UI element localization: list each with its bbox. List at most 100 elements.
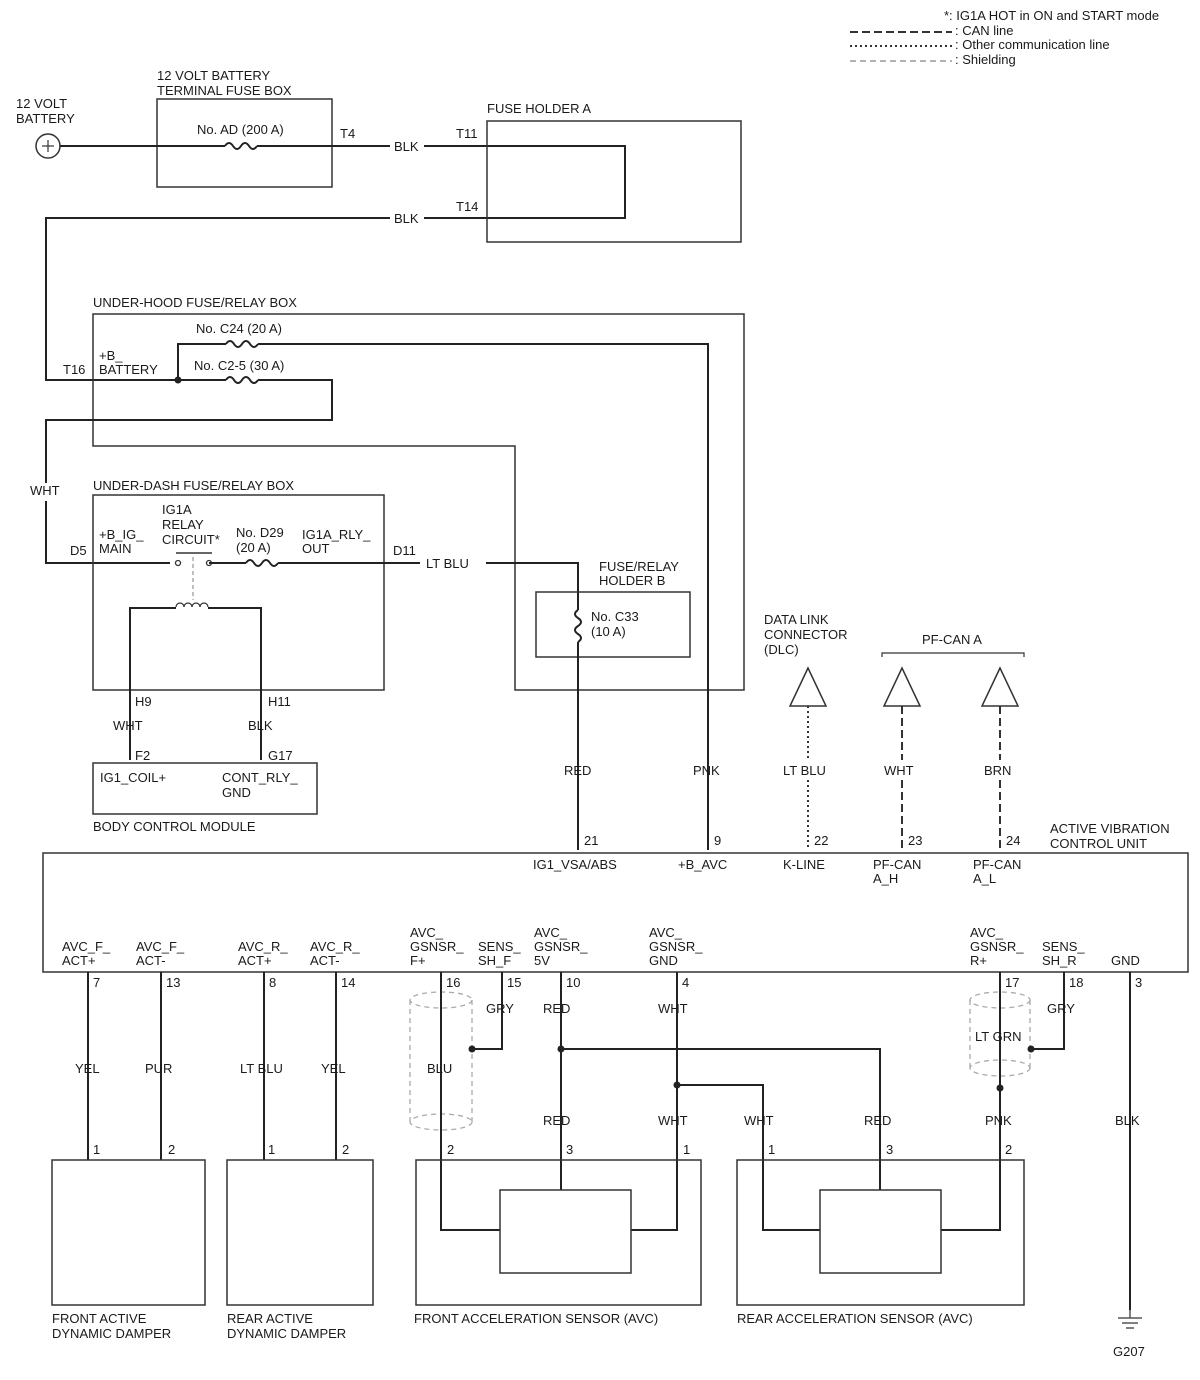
avc-pin-name: GND <box>1111 953 1140 968</box>
legend: *: IG1A HOT in ON and START mode : CAN l… <box>850 8 1159 67</box>
pin-f2: F2 <box>135 748 150 763</box>
avc-pin-name: AVC_ <box>534 925 568 940</box>
fas-pin-3: 3 <box>566 1142 573 1157</box>
under-dash-fuse-box: UNDER-DASH FUSE/RELAY BOX +B_IG_ MAIN IG… <box>70 478 416 709</box>
avc-pin-name: AVC_R_ <box>310 939 360 954</box>
ud-relay-3: CIRCUIT* <box>162 532 220 547</box>
wire-label-red-2: RED <box>543 1113 570 1128</box>
wire-label-gry-2: GRY <box>1047 1001 1075 1016</box>
wire-label-wht-3: WHT <box>658 1001 688 1016</box>
wire-label-yel-1: YEL <box>75 1061 100 1076</box>
rad-title-1: REAR ACTIVE <box>227 1311 313 1326</box>
fad-pin-2: 2 <box>168 1142 175 1157</box>
wire-label-red-top: RED <box>564 763 591 778</box>
fuse-c24-label: No. C24 (20 A) <box>196 321 282 336</box>
uh-title: UNDER-HOOD FUSE/RELAY BOX <box>93 295 297 310</box>
wire-label-wht-2: WHT <box>113 718 143 733</box>
wire-label-blu: BLU <box>427 1061 452 1076</box>
legend-shield-label: : Shielding <box>955 52 1016 67</box>
rad-title-2: DYNAMIC DAMPER <box>227 1326 346 1341</box>
fad-title-2: DYNAMIC DAMPER <box>52 1326 171 1341</box>
pfcan-label: PF-CAN A <box>922 632 982 647</box>
wire-label-wht-4: WHT <box>658 1113 688 1128</box>
avc-pin-number: 24 <box>1006 833 1020 848</box>
fas-pin-2: 2 <box>447 1142 454 1157</box>
rear-acceleration-sensor: 1 3 2 REAR ACCELERATION SENSOR (AVC) <box>736 1142 1025 1326</box>
tfb-title-1: 12 VOLT BATTERY <box>157 68 271 83</box>
frhb-title-1: FUSE/RELAY <box>599 559 679 574</box>
ground-symbol: G207 <box>1113 1310 1145 1359</box>
ras-pin-3: 3 <box>886 1142 893 1157</box>
avc-pin-name: AVC_ <box>649 925 683 940</box>
under-hood-fuse-box: UNDER-HOOD FUSE/RELAY BOX No. C24 (20 A)… <box>63 295 745 691</box>
ud-title: UNDER-DASH FUSE/RELAY BOX <box>93 478 294 493</box>
pin-h9: H9 <box>135 694 152 709</box>
ground-label: G207 <box>1113 1344 1145 1359</box>
wire-label-gry-1: GRY <box>486 1001 514 1016</box>
pin-t16: T16 <box>63 362 85 377</box>
pf-can-a: PF-CAN A <box>881 632 1025 707</box>
tfb-title-2: TERMINAL FUSE BOX <box>157 83 292 98</box>
fuse-ad-label: No. AD (200 A) <box>197 122 284 137</box>
avc-pin-name: AVC_F_ <box>136 939 185 954</box>
legend-note: *: IG1A HOT in ON and START mode <box>944 8 1159 23</box>
wire-label-blk-2: BLK <box>394 211 419 226</box>
avc-pin-name: 5V <box>534 953 550 968</box>
avc-pin-number: 10 <box>566 975 580 990</box>
avc-pin-name: +B_AVC <box>678 857 727 872</box>
avc-pin-name: GSNSR_ <box>649 939 703 954</box>
wire-label-yel-2: YEL <box>321 1061 346 1076</box>
avc-pin-number: 13 <box>166 975 180 990</box>
avc-pin-number: 21 <box>584 833 598 848</box>
avc-pin-name: K-LINE <box>783 857 825 872</box>
avc-pin-number: 15 <box>507 975 521 990</box>
uh-bbattery-1: +B_ <box>99 348 123 363</box>
battery-label-1: 12 VOLT <box>16 96 67 111</box>
fad-title-1: FRONT ACTIVE <box>52 1311 147 1326</box>
ud-bigmain-2: MAIN <box>99 541 132 556</box>
front-active-dynamic-damper: 1 2 FRONT ACTIVE DYNAMIC DAMPER <box>51 1142 206 1341</box>
dlc-label-3: (DLC) <box>764 642 799 657</box>
bcm-cont-1: CONT_RLY_ <box>222 770 298 785</box>
terminal-fuse-box: 12 VOLT BATTERY TERMINAL FUSE BOX No. AD… <box>156 68 355 188</box>
rear-active-dynamic-damper: 1 2 REAR ACTIVE DYNAMIC DAMPER <box>226 1142 374 1341</box>
avc-pin-name: GSNSR_ <box>970 939 1024 954</box>
fad-pin-1: 1 <box>93 1142 100 1157</box>
legend-can-label: : CAN line <box>955 23 1014 38</box>
fuse-d29-label: No. D29 <box>236 525 284 540</box>
uh-bbattery-2: BATTERY <box>99 362 158 377</box>
avc-pin-name: SENS_ <box>478 939 521 954</box>
wire-label-blk-1: BLK <box>394 139 419 154</box>
ig1a-relay <box>174 552 213 608</box>
wire-label-pnk-top: PNK <box>693 763 720 778</box>
avc-top-pins: 21IG1_VSA/ABS9+B_AVC22K-LINE23PF-CANA_H2… <box>533 833 1021 886</box>
rear-shield <box>969 991 1031 1077</box>
avc-title-1: ACTIVE VIBRATION <box>1050 821 1170 836</box>
fas-pin-1: 1 <box>683 1142 690 1157</box>
wire-label-ltblu-2: LT BLU <box>240 1061 283 1076</box>
pin-h11: H11 <box>268 694 291 709</box>
wire-label-wht-5: WHT <box>744 1113 774 1128</box>
avc-pin-number: 22 <box>814 833 828 848</box>
avc-pin-name: AVC_R_ <box>238 939 288 954</box>
fas-title: FRONT ACCELERATION SENSOR (AVC) <box>414 1311 658 1326</box>
rad-pin-1: 1 <box>268 1142 275 1157</box>
fuse-d29-amp: (20 A) <box>236 540 271 555</box>
body-control-module: F2 G17 IG1_COIL+ CONT_RLY_ GND BODY CONT… <box>92 748 318 834</box>
rad-pin-2: 2 <box>342 1142 349 1157</box>
avc-pin-name: IG1_VSA/ABS <box>533 857 617 872</box>
avc-pin-number: 23 <box>908 833 922 848</box>
avc-pin-number: 17 <box>1005 975 1019 990</box>
fha-title: FUSE HOLDER A <box>487 101 591 116</box>
ras-pin-2: 2 <box>1005 1142 1012 1157</box>
front-acceleration-sensor: 2 3 1 FRONT ACCELERATION SENSOR (AVC) <box>414 1142 702 1326</box>
avc-pin-number: 8 <box>269 975 276 990</box>
ud-bigmain-1: +B_IG_ <box>99 527 144 542</box>
wire-label-ltblu-1: LT BLU <box>426 556 469 571</box>
dlc-label-1: DATA LINK <box>764 612 829 627</box>
avc-pin-name: SH_F <box>478 953 511 968</box>
avc-pin-name: ACT- <box>136 953 166 968</box>
avc-bot-pins: 7AVC_F_ACT+13AVC_F_ACT-8AVC_R_ACT+14AVC_… <box>62 925 1142 990</box>
avc-pin-name: ACT+ <box>238 953 272 968</box>
